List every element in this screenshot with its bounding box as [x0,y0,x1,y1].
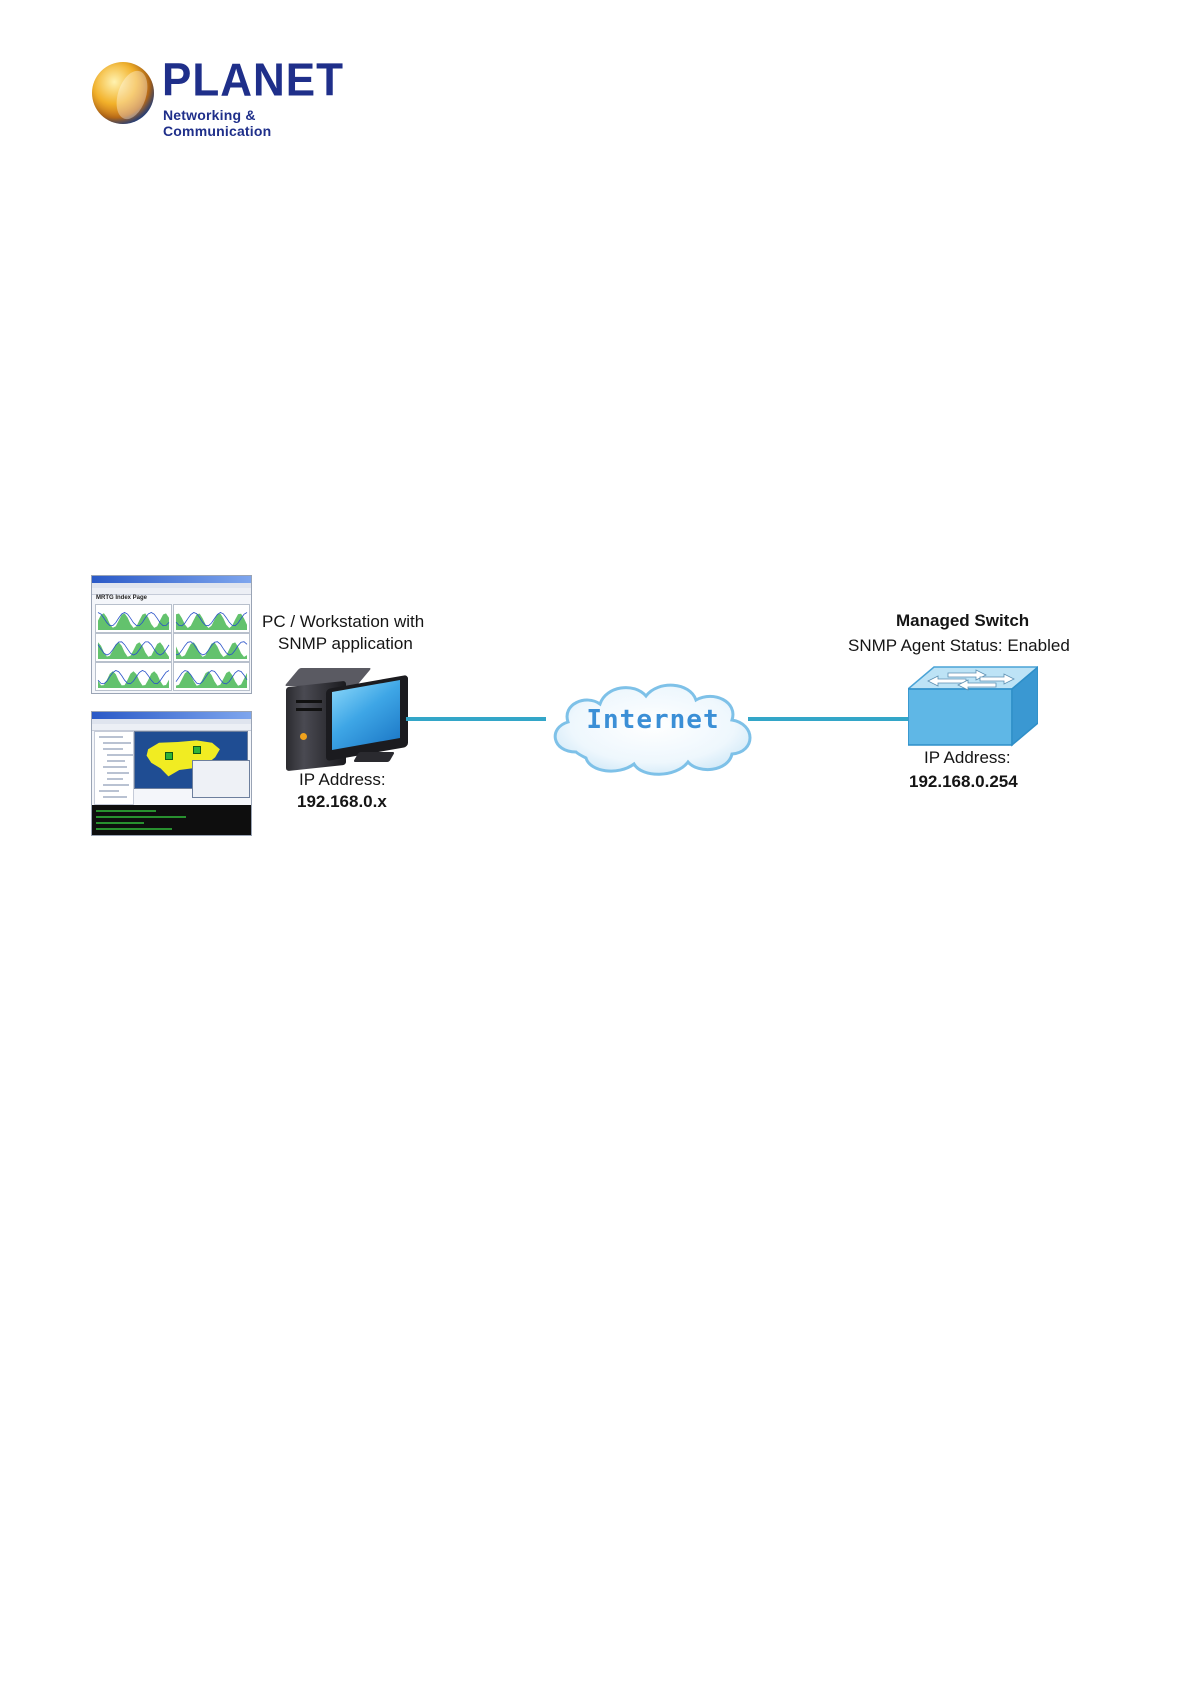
network-link-pc-internet [406,717,546,721]
window-toolbar [92,724,251,731]
workstation-caption-line1: PC / Workstation with [262,612,424,632]
network-link-internet-switch [748,717,912,721]
traffic-graph-thumbnail [95,662,172,691]
detail-subwindow [192,760,250,798]
workstation-ip-value: 192.168.0.x [297,792,387,812]
window-toolbar [92,588,251,595]
internet-label: Internet [542,705,764,735]
window-titlebar [92,576,251,583]
switch-snmp-status: SNMP Agent Status: Enabled [848,636,1070,656]
planet-logo: PLANET Networking & Communication [92,60,352,130]
monitor-screen [332,680,400,750]
traffic-graph-thumbnail [173,604,250,633]
device-tree-panel [94,731,134,805]
map-node-icon [165,752,173,760]
traffic-graph-thumbnail [95,604,172,633]
managed-switch-icon [908,665,1038,747]
switch-title: Managed Switch [896,611,1029,631]
traffic-graph-thumbnail [173,662,250,691]
internet-cloud: Internet [542,672,764,780]
logo-wordmark: PLANET [162,55,344,108]
snmp-app-screenshot-graphs: MRTG Index Page [91,575,252,694]
snmp-app-screenshot-map [91,711,252,836]
workstation-ip-label: IP Address: [299,770,386,790]
map-node-icon [193,746,201,754]
traffic-graph-thumbnail [95,633,172,662]
window-titlebar [92,712,251,719]
screenshot-page-title: MRTG Index Page [96,595,147,601]
logo-tagline: Networking & Communication [163,107,352,139]
pc-drive-slot [296,700,322,703]
traffic-graph-thumbnail [173,633,250,662]
switch-ip-value: 192.168.0.254 [909,772,1018,792]
pc-drive-slot [296,708,322,711]
event-console [92,805,251,835]
switch-ip-label: IP Address: [924,748,1011,768]
monitor-stand [353,752,395,762]
pc-power-light [300,733,307,740]
workstation-caption-line2: SNMP application [278,634,413,654]
